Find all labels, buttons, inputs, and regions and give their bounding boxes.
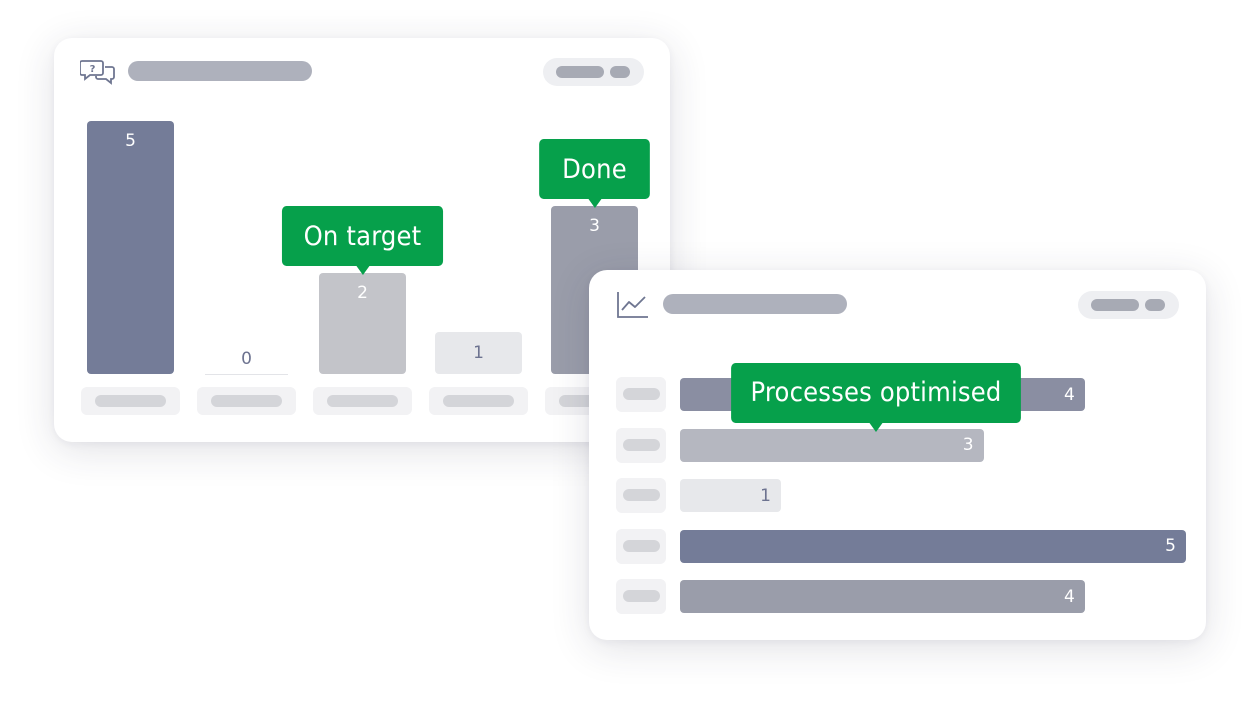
- line-chart-icon: [616, 290, 650, 320]
- view-toggle[interactable]: [1078, 291, 1179, 319]
- bar-value-label: 4: [1063, 586, 1075, 607]
- category-label: [197, 387, 296, 415]
- bar-value-label: 5: [125, 131, 136, 151]
- category-label: [313, 387, 412, 415]
- vertical-bar-chart-card: ? 5 0 2 1 3 On target Done: [54, 38, 670, 442]
- bar-value-label: 2: [357, 283, 368, 303]
- bar: 3: [680, 428, 984, 462]
- card-title-placeholder: [663, 294, 847, 314]
- category-label-placeholder: [623, 539, 660, 552]
- horizontal-bar-chart-card: 4 3 1 5 4 Processes optimised: [589, 270, 1206, 640]
- bar-value-label: 1: [473, 343, 484, 363]
- view-toggle[interactable]: [543, 58, 644, 86]
- bar-value-label: 3: [962, 435, 974, 455]
- bar-baseline: [205, 374, 288, 375]
- bar: 5: [680, 529, 1186, 563]
- card-title-placeholder: [128, 61, 312, 81]
- bar-value-label: 5: [1165, 536, 1176, 556]
- bar: 1: [680, 479, 781, 512]
- category-label: [616, 478, 666, 513]
- chat-question-icon: ?: [80, 58, 116, 86]
- bar: 5: [87, 121, 174, 374]
- annotation-callout: Done: [539, 139, 650, 208]
- category-label: [616, 377, 666, 412]
- bar: 4: [680, 580, 1085, 613]
- vertical-bar-chart: 5 0 2 1 3 On target Done: [54, 38, 670, 442]
- bar: 1: [435, 332, 522, 374]
- category-label: [616, 427, 666, 463]
- svg-text:?: ?: [90, 64, 96, 75]
- category-label-placeholder: [211, 395, 282, 407]
- category-label-placeholder: [443, 395, 514, 407]
- bar-value-label: 4: [1063, 384, 1075, 405]
- category-label: [429, 387, 528, 415]
- category-label: [616, 528, 666, 564]
- category-label-placeholder: [623, 590, 660, 602]
- bar-value-label: 0: [241, 349, 252, 369]
- annotation-callout: Processes optimised: [731, 362, 1021, 432]
- bar: 2: [319, 273, 406, 374]
- bar-value-label: 1: [760, 485, 771, 506]
- category-label-placeholder: [623, 388, 660, 400]
- category-label-placeholder: [95, 395, 166, 407]
- category-label: [616, 579, 666, 614]
- horizontal-bar-chart: 4 3 1 5 4 Processes optimised: [589, 270, 1206, 640]
- bar-value-label: 3: [589, 216, 600, 236]
- category-label-placeholder: [623, 489, 660, 501]
- category-label: [81, 387, 180, 415]
- category-label-placeholder: [327, 395, 398, 407]
- annotation-callout: On target: [281, 206, 444, 275]
- category-label-placeholder: [623, 438, 660, 451]
